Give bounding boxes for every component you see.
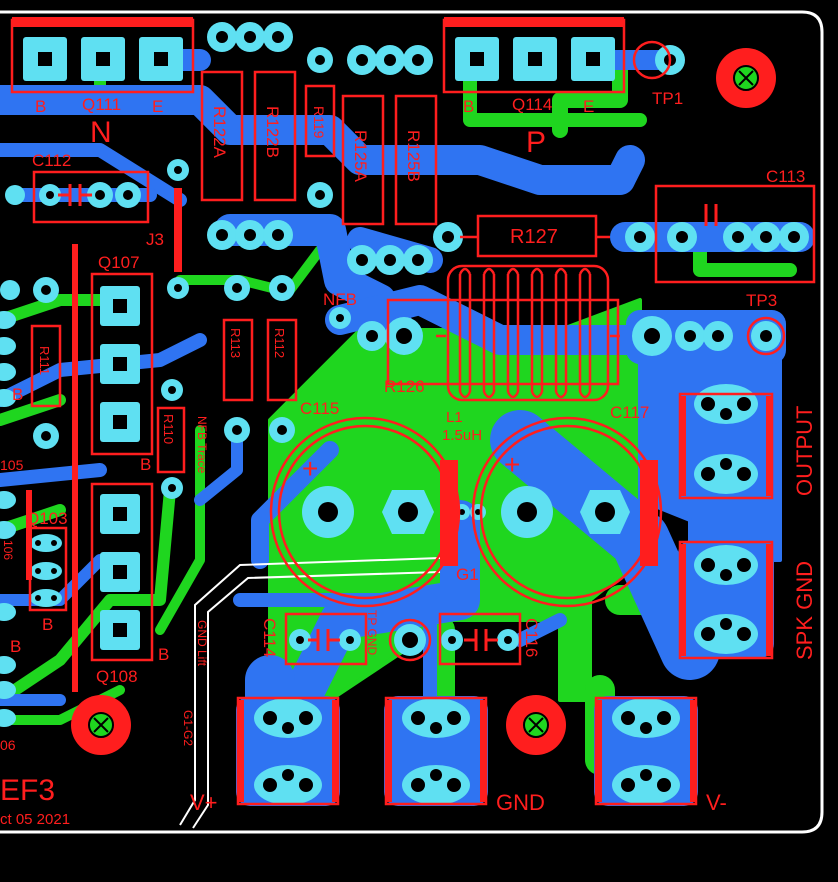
mount-hole-bottom-left-icon xyxy=(71,695,131,755)
label-c112: C112 xyxy=(32,151,71,170)
label-q114: Q114 xyxy=(512,95,552,114)
top-trace-bus-1 xyxy=(0,85,645,195)
mount-hole-bottom-center-icon xyxy=(506,695,566,755)
bottom-trace-q108 xyxy=(155,425,205,635)
label-r125b: R125B xyxy=(404,130,423,182)
label-spk-gnd: SPK GND xyxy=(792,561,817,660)
c112-symbol-icon xyxy=(58,184,92,206)
label-v-plus: V+ xyxy=(190,790,218,815)
label-q114-b: B xyxy=(463,97,474,116)
label-left-b1: B xyxy=(12,385,23,404)
label-r113: R113 xyxy=(228,328,243,358)
label-nfb-trace: NFB Trace xyxy=(195,416,209,474)
label-c114: C114 xyxy=(260,618,279,657)
top-trace-bus-2 xyxy=(0,143,187,207)
label-q107-b: B xyxy=(140,455,151,474)
label-output: OUTPUT xyxy=(792,406,817,496)
mounting-holes xyxy=(71,48,776,755)
gnd-lift-trace xyxy=(179,557,441,829)
label-p: P xyxy=(526,126,546,159)
top-trace-r113 xyxy=(194,424,243,506)
label-v-minus: V- xyxy=(706,790,727,815)
label-tp3: TP3 xyxy=(746,291,777,310)
label-q111-b: B xyxy=(35,97,46,116)
label-n: N xyxy=(90,116,112,149)
top-trace-g1 xyxy=(280,500,480,720)
top-trace-gnd-bus xyxy=(233,593,437,707)
silkscreen-vertical-text: R122A R122B R119 R125A R125B R111 R110 R… xyxy=(1,106,817,746)
label-r119: R119 xyxy=(311,106,327,139)
label-r122b: R122B xyxy=(263,106,282,158)
label-g1: G1 xyxy=(456,565,479,584)
silkscreen-text: B Q111 E N B Q114 E P TP1 C113 C112 J3 Q… xyxy=(0,89,805,828)
inductor-l1-coil xyxy=(446,264,610,402)
label-frag-105: 105 xyxy=(0,457,24,473)
label-tp1: TP1 xyxy=(652,89,683,108)
label-date: ct 05 2021 xyxy=(0,811,70,828)
label-q103-b: B xyxy=(42,615,53,634)
label-g1-g2: G1-G2 xyxy=(181,710,195,746)
capacitor-symbols xyxy=(58,184,718,651)
label-r126: R126 xyxy=(384,377,425,396)
label-c117-plus: + xyxy=(504,449,520,480)
label-frag-06: 06 xyxy=(0,737,16,753)
label-r110: R110 xyxy=(161,414,176,444)
label-c115-plus: + xyxy=(302,453,318,484)
label-q108: Q108 xyxy=(96,667,138,686)
label-c117: C117 xyxy=(610,403,649,422)
label-q108-b: B xyxy=(158,645,169,664)
c116-symbol-icon xyxy=(464,629,498,651)
label-c115: C115 xyxy=(300,399,339,418)
label-q111-e: E xyxy=(152,97,163,116)
top-trace-c116 xyxy=(513,613,567,647)
label-r122a: R122A xyxy=(210,106,229,159)
top-trace-left-2 xyxy=(0,463,107,487)
mount-hole-top-right-icon xyxy=(716,48,776,108)
label-tp-gnd: TP GND xyxy=(365,610,379,655)
label-gnd-lift: GND Lift xyxy=(195,620,209,667)
label-r127: R127 xyxy=(510,226,558,248)
label-frag-106: 106 xyxy=(1,540,15,560)
label-board-name: EF3 xyxy=(0,774,55,807)
c113-symbol-icon xyxy=(704,204,718,226)
top-trace-c115 xyxy=(251,441,339,569)
label-gnd: GND xyxy=(496,790,545,815)
silkscreen-fills xyxy=(26,188,772,802)
label-q114-e: E xyxy=(583,97,594,116)
bottom-trace-r112 xyxy=(285,245,325,295)
label-q107: Q107 xyxy=(98,253,140,272)
label-q111: Q111 xyxy=(82,95,121,114)
bottom-trace-q103 xyxy=(0,484,176,706)
label-r111: R111 xyxy=(37,346,52,375)
label-l1-value: 1.5uH xyxy=(442,427,482,444)
bottom-trace-left-2 xyxy=(0,394,66,426)
c114-symbol-icon xyxy=(308,629,340,651)
label-l1: L1 xyxy=(446,409,463,426)
label-j3: J3 xyxy=(146,230,164,249)
label-r112: R112 xyxy=(272,328,287,358)
label-nfb: NFB xyxy=(323,290,357,309)
label-left-b2: B xyxy=(10,637,21,656)
label-c113: C113 xyxy=(766,167,805,186)
drill-holes xyxy=(35,31,800,792)
label-r125a: R125A xyxy=(351,130,370,183)
label-q103: Q103 xyxy=(26,509,68,528)
label-c116: C116 xyxy=(522,618,541,657)
board-outline xyxy=(0,10,824,834)
